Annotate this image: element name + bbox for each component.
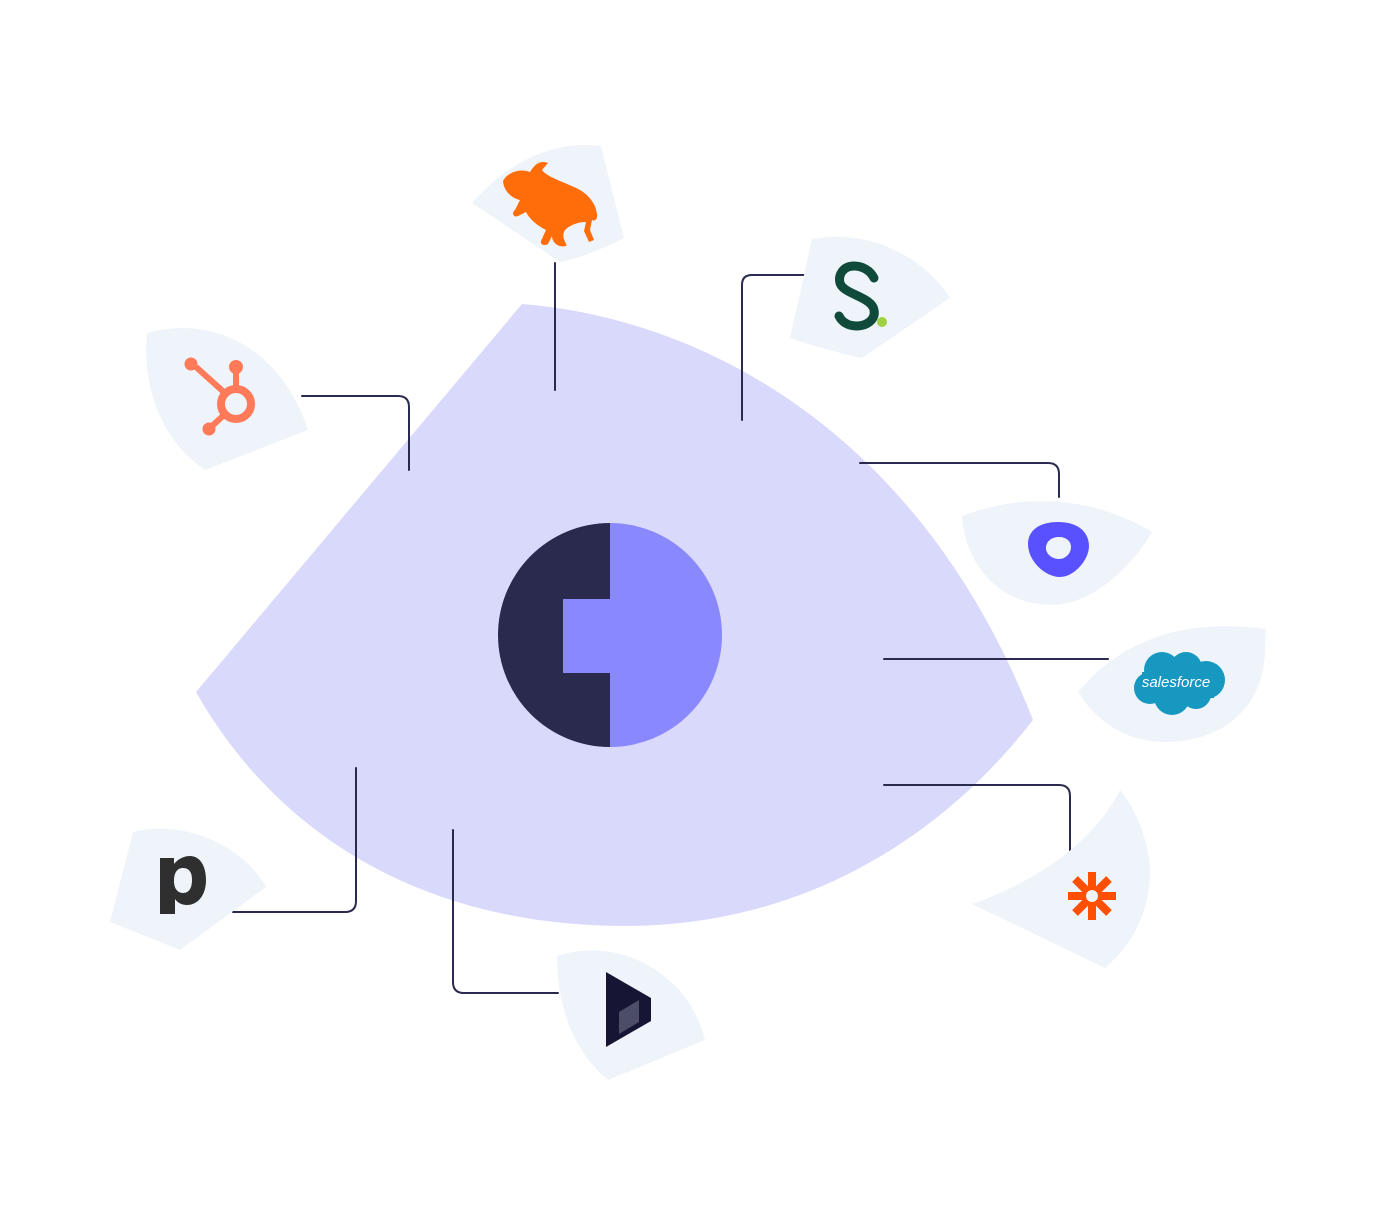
- connector-lines: [232, 262, 1109, 994]
- tile-hubspot[interactable]: [146, 327, 308, 470]
- bull-icon: [503, 162, 598, 247]
- connector-zapier: [883, 784, 1071, 854]
- zapier-asterisk-icon: [1068, 872, 1116, 920]
- dynamics-play-icon: [606, 972, 651, 1047]
- tile-pipedrive[interactable]: [110, 828, 266, 950]
- connector-salesloft: [741, 274, 806, 421]
- outreach-ring-icon: [1028, 522, 1089, 577]
- connector-outreach: [859, 462, 1060, 498]
- salesforce-label: salesforce: [1142, 674, 1210, 691]
- tile-salesloft[interactable]: [790, 236, 950, 358]
- tile-zapier[interactable]: [972, 790, 1151, 968]
- connector-dynamics: [452, 829, 559, 994]
- salesforce-cloud-icon: salesforce: [1134, 652, 1225, 715]
- pipedrive-p-icon: [160, 856, 206, 914]
- hubspot-sprocket-icon: [184, 357, 255, 436]
- tile-outreach[interactable]: [962, 501, 1152, 605]
- connector-pipedrive: [232, 767, 357, 913]
- letter-s-icon: [834, 261, 887, 331]
- hub-logo-light-half: [563, 523, 722, 747]
- hub-logo-dark-half: [498, 523, 610, 747]
- connector-hubspot: [301, 395, 410, 471]
- hub-logo: [498, 523, 722, 747]
